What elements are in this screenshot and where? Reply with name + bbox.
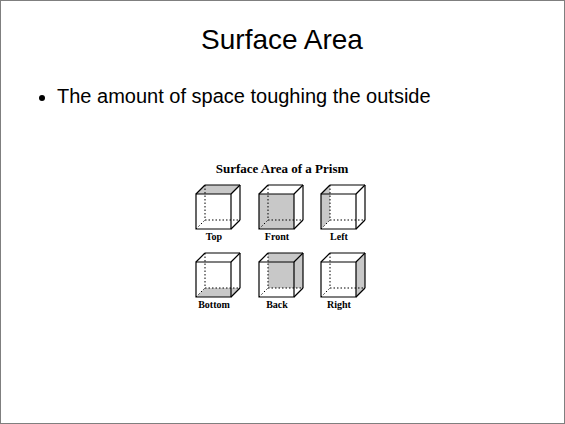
cube-edge xyxy=(356,185,365,194)
cube-edge xyxy=(302,253,303,288)
cube-edge xyxy=(294,185,303,194)
cube-edge xyxy=(330,252,365,253)
cube-edge xyxy=(356,288,365,297)
cube-edge xyxy=(196,185,205,194)
hidden-edge xyxy=(330,253,331,288)
hidden-edge xyxy=(321,288,330,297)
face-label: Front xyxy=(265,231,289,242)
cube-edge xyxy=(239,253,240,288)
face-label: Left xyxy=(330,231,348,242)
cube-edge xyxy=(294,253,303,262)
shaded-face xyxy=(196,185,240,194)
cube-edge xyxy=(259,262,294,297)
cube-edge xyxy=(302,185,303,220)
cube-edge xyxy=(356,253,365,262)
face-label: Right xyxy=(327,299,351,310)
hidden-edge xyxy=(268,185,269,220)
bullet-text: The amount of space toughing the outside xyxy=(57,85,431,108)
hidden-edge xyxy=(330,220,365,221)
shaded-face xyxy=(356,253,365,297)
cube-edge xyxy=(364,185,365,220)
cube-edge xyxy=(231,253,240,262)
figure-title: Surface Area of a Prism xyxy=(216,161,349,177)
hidden-edge xyxy=(196,288,205,297)
hidden-edge xyxy=(205,220,240,221)
cube-edge xyxy=(294,220,303,229)
hidden-edge xyxy=(268,288,303,289)
cube-edge xyxy=(330,184,365,185)
cube-edge xyxy=(259,253,268,262)
slide-title: Surface Area xyxy=(201,24,363,56)
cube-edge xyxy=(231,185,240,194)
face-label: Bottom xyxy=(198,299,230,310)
cube-edge xyxy=(196,253,205,262)
hidden-edge xyxy=(205,185,206,220)
hidden-edge xyxy=(205,253,206,288)
cube-edge xyxy=(259,194,294,229)
cube-edge xyxy=(268,184,303,185)
shaded-face xyxy=(268,253,303,288)
cube-edge xyxy=(321,194,356,229)
cube-edge xyxy=(356,220,365,229)
cube-edge xyxy=(294,288,303,297)
hidden-edge xyxy=(259,288,268,297)
shaded-face xyxy=(321,185,330,229)
cube-edge xyxy=(321,185,330,194)
shaded-face xyxy=(259,194,294,229)
hidden-edge xyxy=(321,220,330,229)
hidden-edge xyxy=(268,220,303,221)
hidden-edge xyxy=(330,288,365,289)
cube-edge xyxy=(259,185,268,194)
hidden-edge xyxy=(259,220,268,229)
cube-edge xyxy=(239,185,240,220)
face-label: Back xyxy=(266,299,288,310)
bullet-dot xyxy=(39,95,45,101)
hidden-edge xyxy=(330,185,331,220)
cube-edge xyxy=(205,184,240,185)
hidden-edge xyxy=(196,220,205,229)
cube-edge xyxy=(231,220,240,229)
hidden-edge xyxy=(205,288,240,289)
cube-group xyxy=(196,185,365,297)
shaded-face xyxy=(196,288,240,297)
cube-edge xyxy=(321,253,330,262)
cube-edge xyxy=(196,194,231,229)
cube-edge xyxy=(268,252,303,253)
cube-edge xyxy=(321,262,356,297)
cube-edge xyxy=(205,252,240,253)
cube-edge xyxy=(364,253,365,288)
hidden-edge xyxy=(268,253,269,288)
face-label: Top xyxy=(206,231,222,242)
cube-edge xyxy=(231,288,240,297)
cube-edge xyxy=(196,262,231,297)
